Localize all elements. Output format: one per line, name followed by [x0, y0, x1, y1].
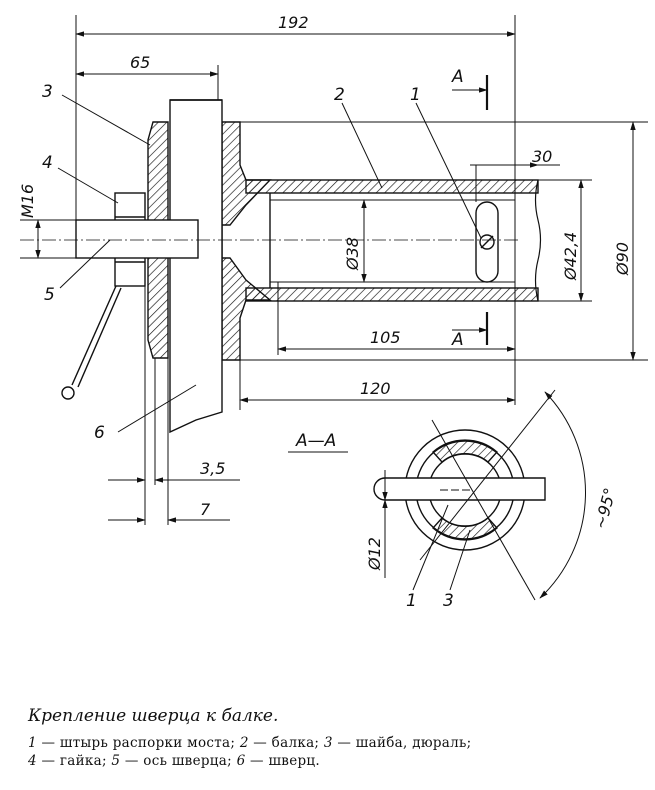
dim-120: 120	[360, 379, 391, 398]
figure-caption: Крепление шверца к балке. 1 — штырь расп…	[28, 706, 638, 770]
callout-4: 4	[42, 153, 53, 173]
dim-30: 30	[532, 147, 552, 166]
legend-text-5: — ось шверца;	[120, 753, 237, 769]
dim-d42-4: Ø42,4	[561, 232, 580, 281]
legend-line-2: 4 — гайка; 5 — ось шверца; 6 — шверц.	[28, 752, 638, 770]
section-callout-1: 1	[406, 591, 417, 611]
dim-d12: Ø12	[365, 537, 384, 571]
legend-num-5: 5	[111, 753, 121, 769]
section-pin	[373, 477, 546, 501]
callout-5: 5	[44, 285, 55, 305]
legend-text-1: — штырь распорки моста;	[36, 735, 240, 751]
legend-num-3: 3	[323, 735, 333, 751]
main-view	[20, 15, 648, 525]
caption-title: Крепление шверца к балке.	[28, 706, 279, 726]
section-callout-3: 3	[443, 591, 454, 611]
section-marker-bottom: A	[451, 330, 464, 350]
callout-6: 6	[94, 423, 105, 443]
callout-2: 2	[334, 85, 345, 105]
legend-num-4: 4	[28, 753, 37, 769]
section-view-label: A—A	[295, 431, 336, 451]
dim-m16: M16	[18, 184, 37, 218]
tube-bottom-wall	[245, 287, 539, 302]
legend-text-2: — балка;	[248, 735, 324, 751]
section-view	[288, 389, 586, 601]
dim-65: 65	[130, 53, 150, 72]
legend-num-2: 2	[239, 735, 249, 751]
dim-7: 7	[200, 500, 211, 519]
dim-d90: Ø90	[613, 242, 632, 276]
section-marker-top: A	[451, 67, 464, 87]
legend-text-3: — шайба, дюраль;	[332, 735, 472, 751]
legend-num-6: 6	[236, 753, 246, 769]
legend-text-4: — гайка;	[36, 753, 112, 769]
tube-top-wall	[245, 179, 539, 194]
centerboard	[169, 99, 223, 434]
technical-drawing: 192 65 30 105 120 3,5 7 M16 Ø38 Ø42,4 Ø9…	[18, 13, 648, 611]
callout-1: 1	[410, 85, 421, 105]
dim-105: 105	[370, 328, 401, 347]
legend-num-1: 1	[28, 735, 37, 751]
bolt	[75, 219, 199, 259]
callout-3: 3	[42, 82, 53, 102]
dim-3-5: 3,5	[200, 459, 225, 478]
dim-d38: Ø38	[343, 237, 362, 271]
dim-192: 192	[278, 13, 309, 32]
legend-text-6: — шверц.	[245, 753, 321, 769]
legend-line-1: 1 — штырь распорки моста; 2 — балка; 3 —…	[28, 734, 638, 752]
dim-angle-95: ~95°	[591, 486, 620, 531]
